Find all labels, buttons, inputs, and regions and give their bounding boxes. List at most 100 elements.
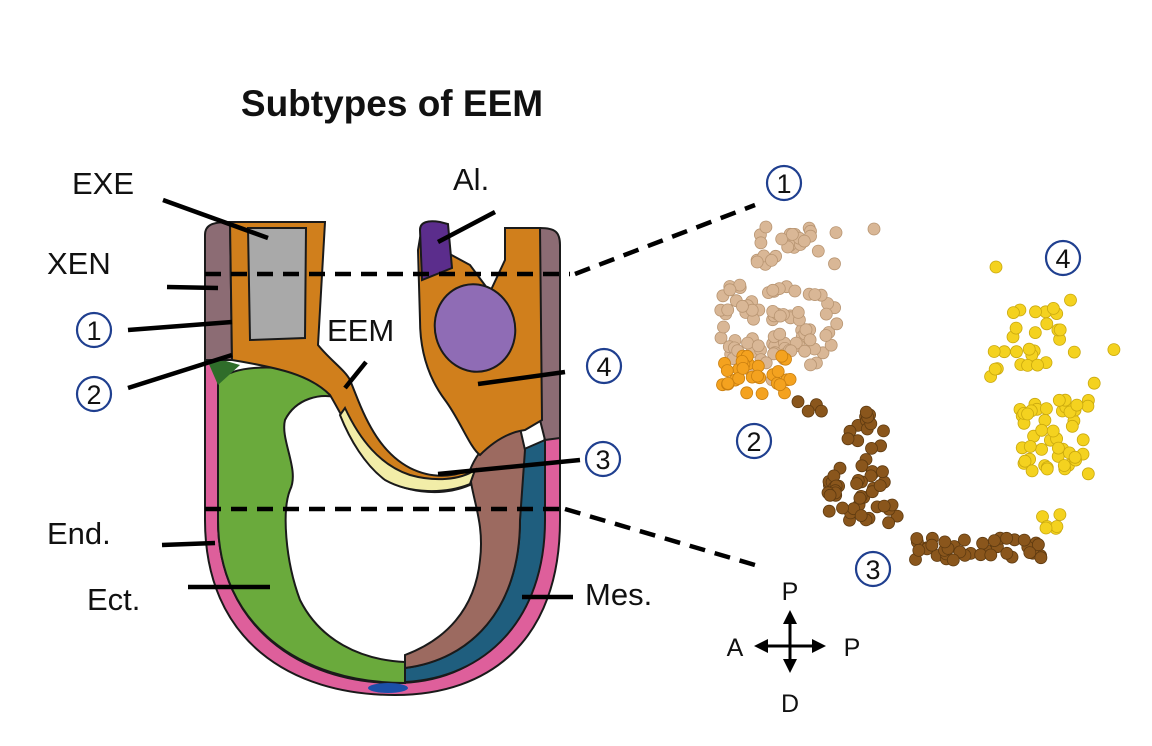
cell-point xyxy=(791,305,805,319)
cell-point xyxy=(754,236,768,250)
cell-point xyxy=(741,336,754,350)
cell-point xyxy=(1081,467,1095,481)
cell-point xyxy=(865,441,878,455)
diagram-title: Subtypes of EEM xyxy=(241,83,543,124)
cell-point xyxy=(1029,305,1042,319)
cell-point xyxy=(853,491,867,505)
svg-text:1: 1 xyxy=(776,169,791,199)
cell-point xyxy=(1040,462,1054,476)
circled-number-2-right: 2 xyxy=(735,422,773,460)
cell-point xyxy=(773,327,787,341)
cell-point xyxy=(736,361,750,375)
cell-point xyxy=(736,299,749,313)
circled-number-4-right: 4 xyxy=(1044,239,1082,277)
cell-point xyxy=(958,533,971,547)
cell-point xyxy=(819,329,833,342)
cell-point xyxy=(755,387,769,401)
cell-scatter xyxy=(714,220,1121,567)
label-end: End. xyxy=(47,516,111,551)
cluster-3 xyxy=(791,395,1048,567)
cell-point xyxy=(988,362,1002,376)
svg-text:2: 2 xyxy=(746,427,761,457)
cell-point xyxy=(723,283,737,297)
cell-point xyxy=(1040,317,1054,331)
cell-point xyxy=(1068,450,1082,464)
cell-point xyxy=(925,538,939,552)
xen-layer xyxy=(204,220,234,361)
cell-point xyxy=(1010,345,1023,359)
allantois-region xyxy=(433,283,517,373)
cell-point xyxy=(720,364,734,378)
cell-point xyxy=(912,544,926,557)
label-ect: Ect. xyxy=(87,582,140,617)
section-line-upper-connector xyxy=(574,202,756,277)
cell-point xyxy=(989,260,1003,274)
cell-point xyxy=(1052,441,1065,455)
cell-point xyxy=(1067,345,1081,359)
cell-point xyxy=(1032,538,1045,552)
cell-point xyxy=(882,516,895,530)
cell-point xyxy=(984,548,998,562)
cell-point xyxy=(877,499,891,513)
cell-point xyxy=(1053,508,1067,521)
cell-point xyxy=(1028,326,1042,340)
cell-point xyxy=(864,469,878,483)
cell-point xyxy=(873,479,887,493)
cell-point xyxy=(830,317,844,331)
cell-point xyxy=(815,404,828,418)
cell-point xyxy=(1023,546,1037,559)
cell-point xyxy=(855,459,869,473)
cell-point xyxy=(1052,393,1066,407)
svg-text:4: 4 xyxy=(596,352,611,382)
cell-point xyxy=(819,307,833,321)
cell-point xyxy=(988,534,1001,547)
cell-point xyxy=(1039,521,1053,535)
svg-text:4: 4 xyxy=(1055,244,1070,274)
svg-text:1: 1 xyxy=(86,316,101,346)
node xyxy=(368,683,408,693)
cell-point xyxy=(766,283,780,297)
cluster-4 xyxy=(984,293,1121,535)
cell-point xyxy=(1107,343,1121,357)
cell-point xyxy=(1035,442,1048,456)
cell-point xyxy=(822,504,836,518)
cell-point xyxy=(798,344,812,358)
cell-point xyxy=(1057,459,1071,472)
svg-text:3: 3 xyxy=(595,445,610,475)
leader-exe xyxy=(162,197,269,241)
cell-point xyxy=(1034,551,1048,565)
allantois-tip xyxy=(418,220,454,282)
compass-label-right: P xyxy=(844,634,861,662)
cell-point xyxy=(1070,398,1084,412)
cell-point xyxy=(1046,424,1060,438)
cell-point xyxy=(783,372,797,386)
circled-number-4-left: 4 xyxy=(585,347,623,385)
cell-point xyxy=(859,405,873,419)
cell-point xyxy=(751,369,764,383)
leader-al xyxy=(436,210,497,244)
cell-point xyxy=(773,378,787,392)
cell-point xyxy=(1025,464,1039,478)
cell-point xyxy=(1018,454,1032,468)
cell-point xyxy=(786,227,799,241)
cell-point xyxy=(946,553,960,567)
circled-number-1-right: 1 xyxy=(765,164,803,202)
label-al: Al. xyxy=(453,162,489,197)
leader-xen xyxy=(166,284,219,291)
cell-point xyxy=(1000,546,1014,560)
leader-eem xyxy=(343,360,368,390)
cell-point xyxy=(823,488,837,502)
xen-right-layer xyxy=(539,226,561,442)
cell-point xyxy=(1023,440,1037,453)
exe-region xyxy=(246,227,308,342)
cell-point xyxy=(1053,323,1067,337)
circled-number-2-left: 2 xyxy=(75,375,113,413)
cell-point xyxy=(773,309,787,323)
cell-point xyxy=(1007,306,1020,320)
cell-point xyxy=(811,244,825,258)
cell-point xyxy=(797,234,811,248)
circled-number-3-left: 3 xyxy=(584,440,622,478)
cell-point xyxy=(1000,531,1013,545)
cell-point xyxy=(1035,423,1049,437)
